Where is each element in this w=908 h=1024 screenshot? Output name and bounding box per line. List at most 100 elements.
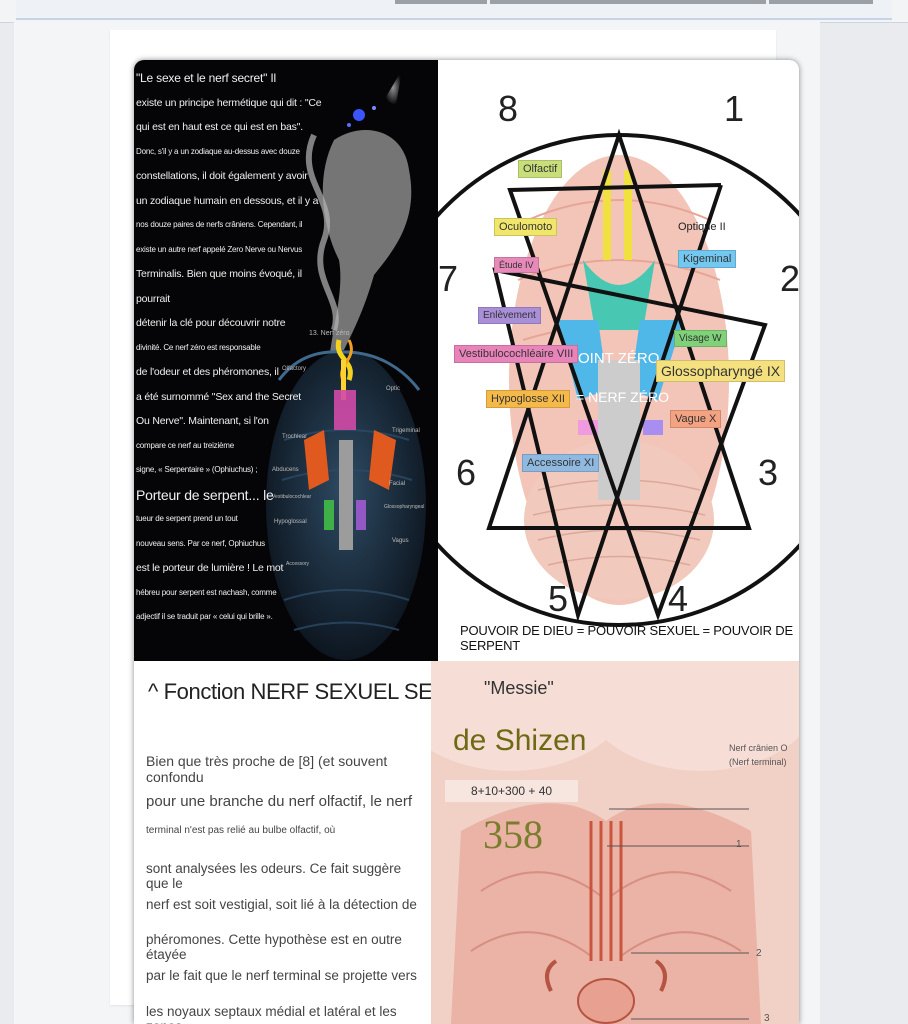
text-line: tueur de serpent prend un tout [136, 514, 238, 523]
enneagram-number-7: 7 [438, 258, 459, 299]
brain-label: Facial [389, 481, 405, 487]
toolbar-tab-2[interactable] [490, 0, 766, 4]
enneagram-caption: POUVOIR DE DIEU = POUVOIR SEXUEL = POUVO… [460, 623, 793, 653]
serpent-shape [305, 133, 339, 331]
text-line: compare ce nerf au treizième [136, 440, 235, 450]
text-line: a été surnommé "Sex and the Secret [136, 390, 302, 403]
nerve-purple [643, 420, 663, 435]
paragraph-line: terminal n'est pas relié au bulbe olfact… [146, 825, 336, 836]
optic-nerve [545, 959, 558, 992]
brainstem [339, 440, 353, 550]
optique-label: Optique II [678, 221, 726, 233]
panel-enneagram-brain: Optique II POINT ZÉRO = NERF ZÉRO 8 1 7 … [438, 60, 799, 661]
brain-fold [480, 871, 602, 897]
text-line: qui est en haut est ce qui est en bas". [136, 121, 303, 133]
enneagram-hexad [492, 183, 768, 623]
text-line: existe un autre nerf appelé Zero Nerve o… [136, 244, 303, 254]
brain-label: Abducens [272, 467, 299, 473]
enneagram-number-8: 8 [498, 88, 519, 129]
nerf-cranien-line-2: (Nerf terminal) [729, 757, 787, 767]
text-line: détenir la clé pour découvrir notre [136, 317, 286, 329]
brain-lobe-left [431, 661, 631, 771]
nerve-label-kigeminal: Kigeminal [678, 250, 737, 268]
nerf-secret-text: "Le sexe et le nerf secret" Il existe un… [136, 66, 331, 630]
text-line: Donc, s'il y a un zodiaque au-dessus ave… [136, 146, 300, 156]
brain-label: Hypoglossal [274, 519, 307, 525]
nerve-label-glosso: Glossopharyngé IX [656, 360, 786, 382]
star-dot [353, 109, 365, 121]
enneagram-number-4: 4 [668, 578, 689, 619]
text-line: signe, « Serpentaire » (Ophiuchus) ; [136, 465, 258, 474]
text-line: nos douze paires de nerfs crâniens. Cepe… [136, 220, 303, 229]
nerf-zero-label: = NERF ZÉRO [576, 389, 669, 405]
cosmic-brain-illustration: 13. Nerf zéro Olfactory Optic Trochlear … [266, 70, 426, 660]
brain-label: Vagus [392, 538, 409, 544]
optic-chiasm [577, 978, 635, 1024]
panel-fonction-text: ^ Fonction NERF SEXUEL SECRET ? Bien que… [134, 661, 431, 1024]
panel-shizen-brain: de Shizen 8+10+300 + 40 358 Nerf crânien… [431, 661, 799, 1024]
text-line: Ou Nerve". Maintenant, si l'on [136, 415, 269, 427]
brain-base-illustration [431, 661, 799, 1024]
brain-fold [610, 871, 732, 897]
enneagram-number-3: 3 [758, 452, 779, 493]
enneagram-number-6: 6 [456, 452, 477, 493]
nerve-label-vague: Vague X [670, 410, 722, 428]
paragraph-line: par le fait que le nerf terminal se proj… [146, 968, 417, 983]
brain-lobe-right [581, 661, 799, 771]
brain-label: Trochlear [282, 434, 307, 440]
nerve-label-vestibulo: Vestibulocochléaire VIII [454, 345, 579, 363]
toolbar-tab-3[interactable] [769, 0, 873, 4]
text-line: constellations, il doit également y avoi… [136, 170, 308, 182]
pointer-index-3: 3 [764, 1013, 770, 1024]
text-line: Terminalis. Bien que moins évoqué, il po… [136, 268, 302, 305]
text-line: nouveau sens. Par ce nerf, Ophiuchus [136, 538, 265, 548]
paragraph-line: pour une branche du nerf olfactif, le ne… [146, 793, 413, 810]
gematria-number: 358 [483, 812, 543, 857]
text-line: hébreu pour serpent est nachash, comme [136, 587, 277, 597]
brainstem [598, 360, 640, 500]
nerve-trigeminal [304, 430, 329, 490]
brain-label: Optic [386, 386, 400, 392]
nerve-label-hypoglosse: Hypoglosse XII [486, 390, 570, 408]
toolbar-tab-1[interactable] [395, 0, 487, 4]
text-line: Porteur de serpent... le [136, 486, 274, 503]
olfactory-nerve [624, 170, 632, 260]
brain-label: 13. Nerf zéro [309, 330, 350, 337]
post-image-collage[interactable]: 13. Nerf zéro Olfactory Optic Trochlear … [134, 60, 799, 1024]
pointer-index-1: 1 [736, 839, 742, 850]
nerve-trigeminal [369, 430, 396, 490]
brain-outline [277, 350, 421, 391]
messie-label: "Messie" [484, 678, 554, 698]
olfactory-nerve [603, 170, 611, 260]
brain-base [451, 803, 761, 1024]
text-line: est le porteur de lumière ! Le mot [136, 562, 284, 574]
paragraph-line: nerf est soit vestigial, soit lié à la d… [146, 897, 417, 912]
pointer-index-2: 2 [756, 948, 762, 959]
nerve-label-oculomoto: Oculomoto [494, 218, 558, 236]
enneagram-number-2: 2 [780, 258, 799, 299]
brain-fold [470, 931, 592, 957]
olfactory-tract [341, 360, 346, 400]
star-dot [372, 106, 376, 110]
nerve-label-olfactif: Olfactif [518, 160, 563, 178]
section-heading: ^ Fonction NERF SEXUEL SECRET ? [148, 679, 431, 704]
nerve-label-visage: Visage W [674, 330, 727, 347]
paragraph-line: phéromones. Cette hypothèse est en outre… [146, 932, 402, 962]
enneagram-number-1: 1 [724, 88, 745, 129]
nerf-cranien-line-1: Nerf crânien O [729, 743, 788, 753]
nerve-vestibulocochlear [356, 500, 366, 530]
paragraph-line: les noyaux septaux médial et latéral et … [146, 1004, 397, 1024]
brain-label: Vestibulocochlear [272, 494, 312, 500]
brain-fold [620, 931, 742, 957]
gematria-formula: 8+10+300 + 40 [445, 780, 579, 802]
enneagram-number-5: 5 [548, 578, 569, 619]
nerve-label-accessoire: Accessoire XI [522, 454, 600, 472]
nerve-label-etude: Étude IV [494, 257, 539, 273]
optic-nerve [654, 959, 667, 992]
brain-label: Glossopharyngeal [384, 504, 424, 510]
text-line: existe un principe hermétique qui dit : … [136, 96, 322, 109]
text-line: un zodiaque humain en dessous, et il y a [136, 194, 319, 207]
nerve-label-enlevement: Enlèvement [478, 307, 541, 324]
nerve-facial [324, 500, 334, 530]
brain-fold [527, 199, 711, 221]
